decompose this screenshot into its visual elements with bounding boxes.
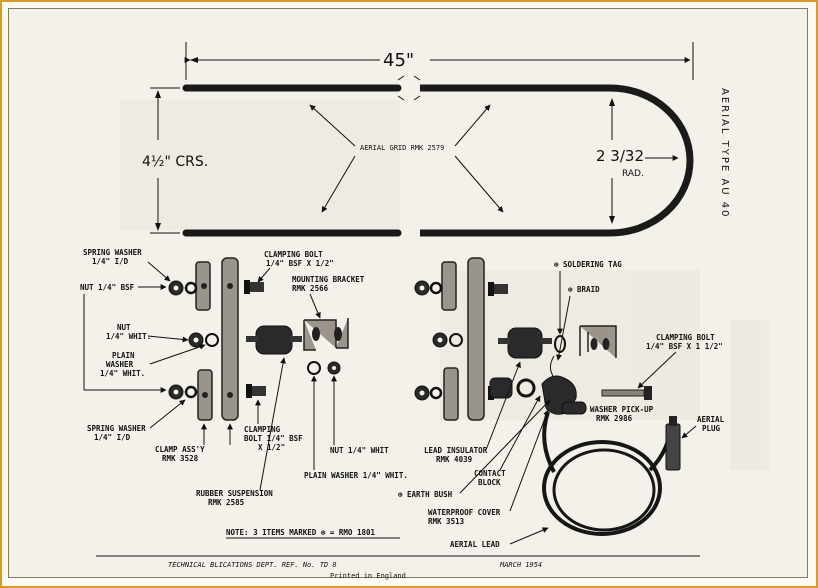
diagram-label: PLAIN (112, 351, 135, 360)
diagram-label: PLAIN WASHER 1/4" WHIT. (304, 471, 408, 480)
diagram-label: PLUG (702, 424, 721, 433)
diagram-label: NUT 1/4" WHIT (330, 446, 389, 455)
aerial-grid-callout: AERIAL GRID RMK 2579 (309, 104, 504, 213)
diagram-label: SPRING WASHER (87, 424, 146, 433)
aerial-grid-label: AERIAL GRID RMK 2579 (360, 144, 444, 152)
radius-unit: RAD. (622, 169, 644, 179)
spacing-dimension: 4½" CRS. (142, 87, 208, 234)
radius-dimension: 2 3/32 RAD. (596, 98, 679, 224)
diagram-label: CLAMP ASS'Y (155, 445, 205, 454)
diagram-label: 1/4" I/D (92, 257, 129, 266)
diagram-label: RMK 2585 (208, 498, 244, 507)
diagram-label: ⊕ SOLDERING TAG (554, 260, 622, 269)
diagram-label: BLOCK (478, 478, 501, 487)
diagram-label: RMK 3528 (162, 454, 199, 463)
diagram-label: NUT (117, 323, 131, 332)
diagram-label: CLAMPING BOLT (264, 250, 323, 259)
svg-text:1/4" I/D: 1/4" I/D (92, 257, 129, 266)
svg-text:SPRING WASHER: SPRING WASHER (83, 248, 142, 257)
diagram-label: RMK 4039 (436, 455, 473, 464)
diagram-label: 1/4" WHIT. (106, 332, 151, 341)
diagram-label: 1/4" I/D (94, 433, 131, 442)
diagram-label: WATERPROOF COVER (428, 508, 501, 517)
diagram-label: RMK 2986 (596, 414, 633, 423)
diagram-label: SPRING WASHER (83, 248, 142, 257)
diagram-label: AERIAL (697, 415, 725, 424)
diagram-label: RMK 2566 (292, 284, 329, 293)
diagram-label: WASHER PICK-UP (590, 405, 654, 414)
length-label: 45" (383, 50, 414, 71)
diagram-label: CLAMPING BOLT (656, 333, 715, 342)
footer-printed: Printed in England (330, 572, 406, 580)
diagram-label: AERIAL LEAD (450, 540, 500, 549)
diagram-label: WASHER (106, 360, 134, 369)
diagram-label: RUBBER SUSPENSION (196, 489, 273, 498)
diagram-label: LEAD INSULATOR (424, 446, 488, 455)
diagram-label: BOLT 1/4" BSF (244, 434, 303, 443)
diagram-label: 1/4" WHIT. (100, 369, 145, 378)
length-dimension: 45" (184, 42, 694, 80)
aerial-grid-rod (182, 75, 694, 237)
right-labels: ⊕ SOLDERING TAG ⊕ BRAID CLAMPING BOLT 1/… (398, 260, 725, 549)
footer-dept: TECHNICAL BLICATIONS DEPT. REF. No. TD 8 (168, 561, 337, 569)
footer-date: MARCH 1954 (499, 561, 542, 569)
diagram-label: ⊕ EARTH BUSH (398, 490, 453, 499)
diagram-label: 1/4" BSF X 1 1/2" (646, 342, 723, 351)
footer: TECHNICAL BLICATIONS DEPT. REF. No. TD 8… (96, 555, 700, 580)
radius-label: 2 3/32 (596, 147, 644, 165)
diagram-label: CONTACT (474, 469, 506, 478)
right-assembly (414, 257, 681, 536)
left-labels: SPRING WASHER 1/4" I/D NUT 1/4" BSF NUT … (80, 248, 408, 507)
diagram-label: NUT 1/4" BSF (80, 283, 135, 292)
left-assembly (168, 257, 349, 421)
diagram-label: ⊕ BRAID (568, 285, 600, 294)
diagram-label: MOUNTING BRACKET (292, 275, 365, 284)
diagram-label: RMK 3513 (428, 517, 465, 526)
note-text: NOTE: 3 ITEMS MARKED ⊕ = RMO 1801 (226, 528, 375, 537)
aerial-type-title: AERIAL TYPE AU 40 (719, 88, 730, 218)
diagram-label: 1/4" BSF X 1/2" (266, 259, 334, 268)
diagram-label: X 1/2" (258, 443, 285, 452)
diagram-label: CLAMPING (244, 425, 281, 434)
spacing-label: 4½" CRS. (142, 154, 208, 170)
